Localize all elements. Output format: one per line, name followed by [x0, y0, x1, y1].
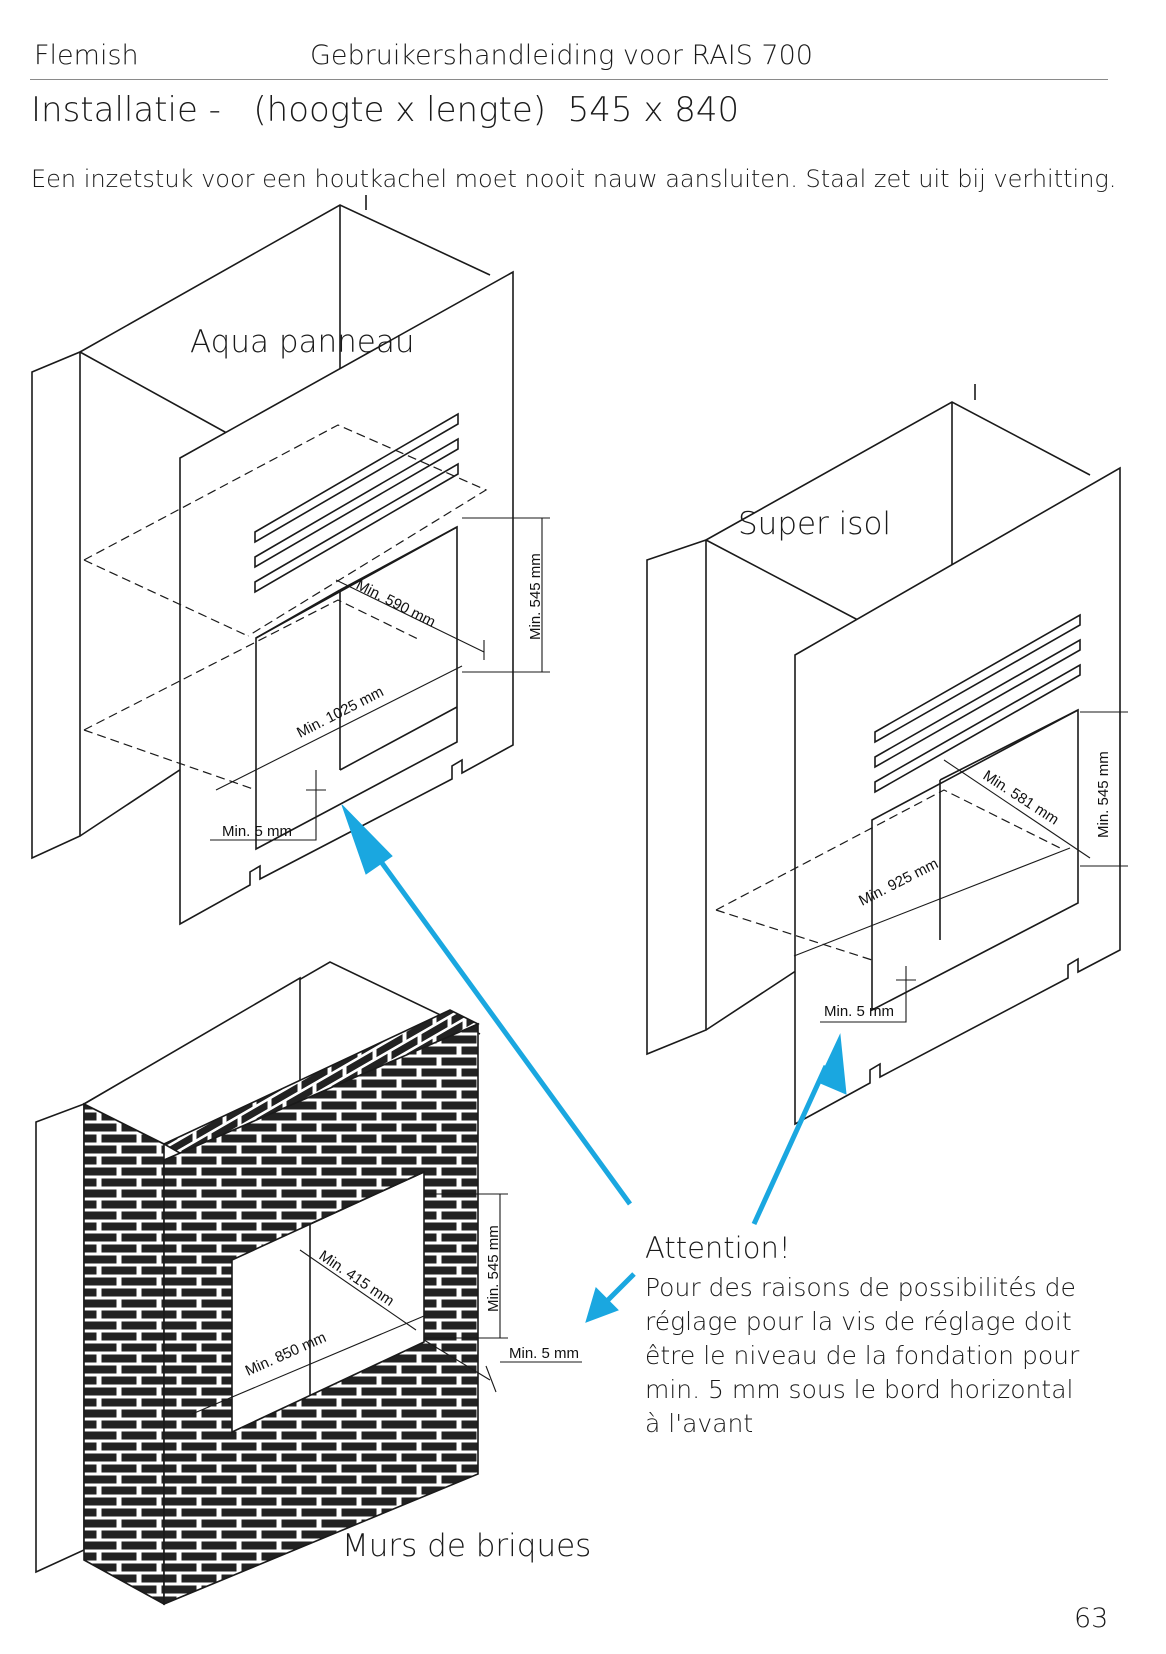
aqua-dashed-planes — [83, 424, 488, 791]
arrow-to-super-head — [817, 1033, 847, 1095]
brick-dim-height: Min. 545 mm — [485, 1225, 502, 1312]
header-divider — [30, 79, 1108, 80]
super-dimension-lines — [793, 711, 1128, 1023]
aqua-dim-gap: Min. 5 mm — [222, 823, 292, 840]
attention-title: Attention! — [645, 1231, 791, 1265]
arrow-to-brick — [602, 1272, 636, 1306]
super-isol-figure — [646, 384, 1128, 1126]
attention-note: Attention! Pour des raisons de possibili… — [645, 1231, 1085, 1441]
aqua-panneau-figure — [31, 195, 550, 926]
aqua-front-panel — [179, 270, 514, 926]
header-language: Flemish — [34, 40, 139, 71]
super-opening — [871, 708, 1079, 1012]
page-title: Installatie - (hoogte x lengte) 545 x 84… — [31, 90, 740, 130]
brick-wall-figure — [35, 961, 582, 1606]
super-left-side — [646, 538, 707, 1056]
aqua-opening — [255, 525, 458, 851]
brick-label: Murs de briques — [342, 1528, 591, 1564]
aqua-opening-inner — [339, 526, 458, 771]
super-dim-gap: Min. 5 mm — [824, 1003, 894, 1020]
page-number: 63 — [1074, 1603, 1109, 1634]
header-manual-title: Gebruikershandleiding voor RAIS 700 — [310, 40, 813, 71]
super-dashed-plane — [715, 789, 1065, 961]
aqua-dimension-lines — [210, 517, 550, 841]
super-front-panel — [794, 466, 1121, 1126]
arrow-to-super — [751, 1064, 829, 1226]
arrow-to-aqua — [355, 828, 633, 1206]
super-dim-height: Min. 545 mm — [1095, 751, 1112, 838]
arrow-to-aqua-head — [341, 804, 393, 875]
attention-body: Pour des raisons de possibilités de régl… — [645, 1273, 1080, 1438]
brick-opening-inner — [309, 1171, 425, 1395]
aqua-dim-height: Min. 545 mm — [527, 553, 544, 640]
brick-dim-gap: Min. 5 mm — [509, 1345, 579, 1362]
super-vent-slots — [874, 613, 1081, 794]
brick-dimension-lines — [191, 1193, 582, 1415]
arrow-to-brick-head — [585, 1287, 619, 1323]
aqua-label: Aqua panneau — [190, 324, 415, 360]
aqua-left-side — [31, 350, 81, 860]
aqua-vent-slots — [254, 412, 459, 594]
intro-text: Een inzetstuk voor een houtkachel moet n… — [31, 165, 1117, 193]
brick-left-side — [35, 1102, 85, 1574]
attention-arrows — [341, 804, 847, 1323]
brick-side-wall — [83, 1102, 165, 1606]
super-label: Super isol — [738, 506, 891, 542]
